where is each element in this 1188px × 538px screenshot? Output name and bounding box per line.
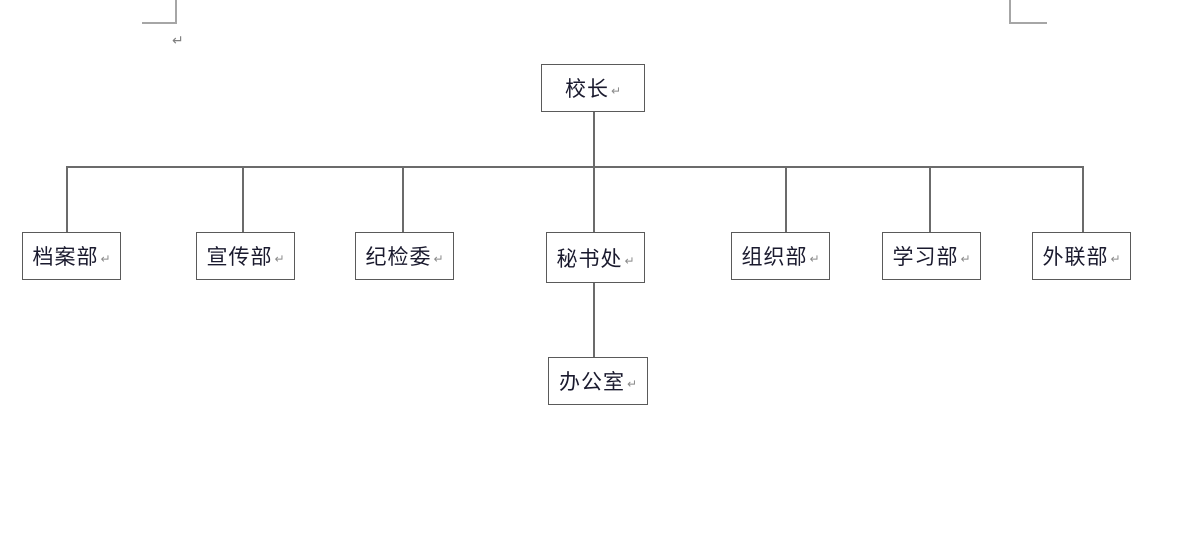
node-principal-label: 校长↵ <box>564 77 622 101</box>
node-study[interactable]: 学习部↵ <box>882 232 981 280</box>
page-margin-mark-top-right <box>1009 0 1047 24</box>
connector-secretariat-to-office <box>593 283 595 358</box>
node-study-label: 学习部↵ <box>892 245 971 269</box>
connector-bus-to-archives <box>66 166 68 233</box>
node-liaison-label: 外联部↵ <box>1042 245 1121 269</box>
node-archives[interactable]: 档案部↵ <box>22 232 121 280</box>
node-archives-label: 档案部↵ <box>32 245 111 269</box>
connector-bus-horizontal <box>67 166 1084 168</box>
connector-bus-to-organization <box>785 166 787 233</box>
node-publicity[interactable]: 宣传部↵ <box>196 232 295 280</box>
connector-bus-to-liaison <box>1082 166 1084 233</box>
node-secretariat-label: 秘书处↵ <box>556 246 635 271</box>
node-secretariat[interactable]: 秘书处↵ <box>546 232 645 283</box>
connector-principal-to-bus <box>593 112 595 168</box>
node-organization-label: 组织部↵ <box>741 245 820 269</box>
node-principal[interactable]: 校长↵ <box>541 64 645 112</box>
node-discipline[interactable]: 纪检委↵ <box>355 232 454 280</box>
node-office[interactable]: 办公室↵ <box>548 357 648 405</box>
page-margin-mark-top-left <box>142 0 177 24</box>
paragraph-mark: ↵ <box>172 33 184 49</box>
node-office-label: 办公室↵ <box>558 370 638 394</box>
node-organization[interactable]: 组织部↵ <box>731 232 830 280</box>
connector-bus-to-secretariat <box>593 166 595 233</box>
connector-bus-to-publicity <box>242 166 244 233</box>
node-discipline-label: 纪检委↵ <box>365 245 444 269</box>
connector-bus-to-discipline <box>402 166 404 233</box>
connector-bus-to-study <box>929 166 931 233</box>
node-publicity-label: 宣传部↵ <box>206 245 285 269</box>
node-liaison[interactable]: 外联部↵ <box>1032 232 1131 280</box>
